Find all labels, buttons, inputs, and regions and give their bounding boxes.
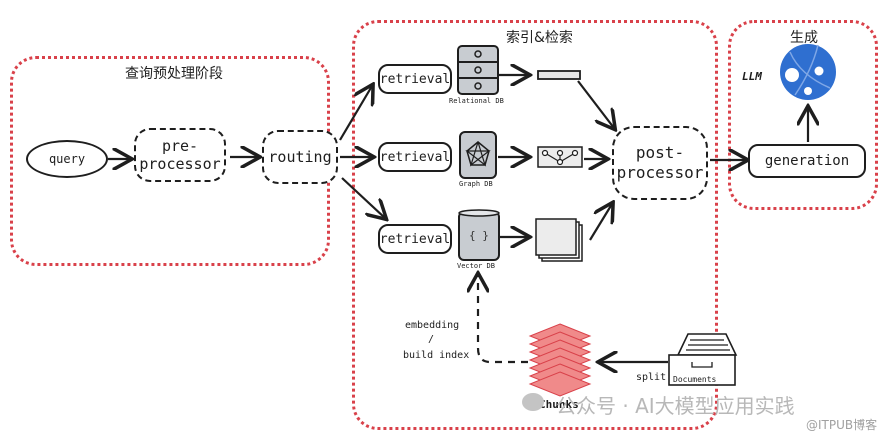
watermark-wechat-icon — [522, 393, 544, 411]
vector-db-label: Vector DB — [457, 262, 495, 270]
vector-db-icon — [458, 209, 500, 261]
stage-generation — [728, 20, 878, 210]
documents-label: Documents — [673, 375, 717, 384]
post-processor-node: post- processor — [612, 126, 708, 200]
pre-processor-line-1: pre- — [161, 137, 199, 155]
graph-db-icon — [459, 131, 497, 179]
llm-globe-icon — [780, 44, 836, 100]
chunks-label: Chunks — [539, 398, 579, 411]
arrow-result1-to-postprocessor — [577, 80, 614, 128]
chunks-stack-icon — [528, 323, 592, 397]
retrieval-node-graph: retrieval — [378, 142, 452, 172]
relational-db-icon — [457, 45, 499, 95]
arrow-result3-to-postprocessor — [589, 204, 612, 241]
retrieval-label: retrieval — [379, 71, 451, 87]
routing-label: routing — [268, 148, 332, 166]
query-label: query — [48, 152, 86, 166]
watermark-sub: @ITPUB博客 — [806, 418, 878, 432]
retrieval-label: retrieval — [379, 149, 451, 165]
build-index-label: build index — [403, 350, 470, 361]
arrow-routing-to-retrieval-1 — [339, 86, 372, 141]
graph-db-label: Graph DB — [459, 180, 493, 188]
result-document-stack-icon — [535, 218, 583, 262]
documents-drawer-icon — [668, 333, 738, 386]
vector-db-glyph: { } — [469, 229, 489, 242]
query-node: query — [26, 140, 108, 178]
stage-title-indexing-retrieval: 索引&检索 — [506, 30, 573, 46]
routing-node: routing — [262, 130, 338, 184]
split-label: split — [636, 372, 667, 383]
post-processor-line-1: post- — [635, 143, 685, 162]
stage-indexing-retrieval — [352, 20, 718, 430]
embedding-slash: / — [428, 334, 435, 345]
relational-db-label: Relational DB — [449, 97, 504, 105]
watermark-main: 公众号 · AI大模型应用实践 — [556, 394, 795, 418]
generation-node: generation — [748, 144, 866, 178]
result-graph-icon — [537, 146, 583, 168]
pre-processor-node: pre- processor — [134, 128, 226, 182]
retrieval-label: retrieval — [379, 231, 451, 247]
arrow-routing-to-retrieval-3 — [341, 177, 385, 218]
pre-processor-line-2: processor — [139, 155, 221, 173]
generation-label: generation — [764, 153, 850, 169]
arrow-chunks-to-vectordb — [478, 275, 528, 364]
post-processor-line-2: processor — [616, 163, 704, 182]
stage-title-query-preprocessing: 查询预处理阶段 — [125, 66, 223, 82]
llm-label: LLM — [742, 70, 762, 83]
stage-title-generation: 生成 — [790, 30, 818, 46]
result-table-row-icon — [537, 70, 581, 80]
embedding-label: embedding — [405, 320, 460, 331]
retrieval-node-vector: retrieval — [378, 224, 452, 254]
retrieval-node-relational: retrieval — [378, 64, 452, 94]
